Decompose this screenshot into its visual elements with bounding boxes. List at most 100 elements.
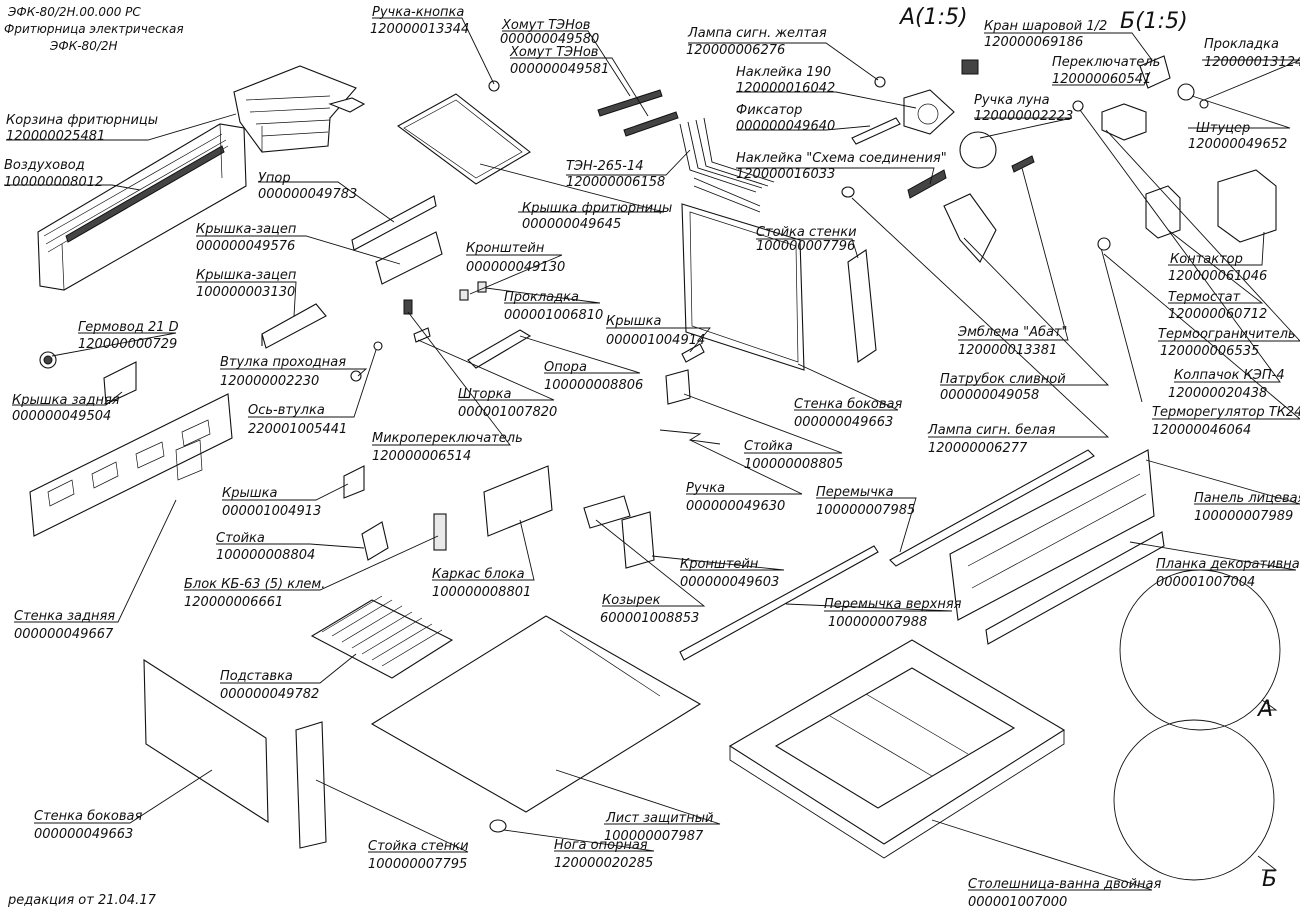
callout-code: 120000002223 xyxy=(974,109,1073,124)
callout-code: 000000049130 xyxy=(466,260,565,275)
axle-bushing-drawing xyxy=(373,341,383,351)
callout-code: 120000016033 xyxy=(736,167,835,182)
callout-name: Козырек xyxy=(602,593,661,608)
heater-clamp-1-drawing xyxy=(597,89,663,117)
wall-post-795-drawing xyxy=(295,721,327,849)
callout-code: 000000049663 xyxy=(34,827,133,842)
callout-name: Микропереключатель xyxy=(372,431,523,446)
callout-code: 000001007820 xyxy=(458,405,557,420)
callout-name: Кронштейн xyxy=(680,557,759,572)
callout-name: Стойка стенки xyxy=(368,839,469,854)
cover-913-drawing xyxy=(343,465,365,499)
wiring-sticker-drawing xyxy=(907,169,947,199)
callout-name: Крышка задняя xyxy=(12,393,120,408)
moon-knob-drawing xyxy=(959,131,997,169)
switch-drawing xyxy=(961,59,979,75)
latch-drawing xyxy=(851,117,901,145)
callout-name: Стойка xyxy=(744,439,793,454)
callout-name: Втулка проходная xyxy=(220,355,346,370)
callout-code: 000000049645 xyxy=(522,217,621,232)
callout-code: 000001007004 xyxy=(1156,575,1255,590)
white-lamp-drawing xyxy=(841,186,855,198)
callout-name: Подставка xyxy=(220,669,293,684)
view-a-title: А(1:5) xyxy=(898,5,968,30)
limiter-drawing xyxy=(1101,103,1147,141)
front-panel-drawing xyxy=(949,449,1155,621)
callout-name: Эмблема "Абат" xyxy=(957,325,1068,340)
callout-name: Нога опорная xyxy=(554,838,648,853)
stand-drawing xyxy=(310,595,454,679)
callout-name: Стенка боковая xyxy=(794,397,903,412)
callout-code: 000000049058 xyxy=(940,388,1039,403)
ball-valve-drawing xyxy=(1139,55,1171,89)
shutter-drawing xyxy=(413,327,431,343)
callout-code: 000001006810 xyxy=(504,308,603,323)
callout-name: Термоограничитель xyxy=(1158,327,1296,342)
callout-code: 220001005441 xyxy=(248,422,347,437)
callout-code: 120000013344 xyxy=(370,22,469,37)
callout-code: 000000049580 xyxy=(500,32,599,47)
sticker-190-drawing xyxy=(903,89,955,135)
knob-drawing xyxy=(488,80,500,92)
thermoregulator-drawing xyxy=(1099,243,1143,403)
callout-name: Гермовод 21 D xyxy=(78,320,179,335)
callout-code: 120000020438 xyxy=(1168,386,1267,401)
callout-code: 100000007988 xyxy=(828,615,927,630)
post-805-drawing xyxy=(665,369,691,405)
callout-name: Блок КБ-63 (5) клем. xyxy=(184,577,325,592)
callout-code: 120000006276 xyxy=(686,43,785,58)
callout-name: Лампа сигн. желтая xyxy=(687,26,827,41)
crossbar-drawing xyxy=(889,449,1095,567)
callout-code: 100000008012 xyxy=(4,175,103,190)
callout-name: Стойка xyxy=(216,531,265,546)
callout-code: 000000049504 xyxy=(12,409,111,424)
callout-code: 600001008853 xyxy=(600,611,699,626)
callout-name: Столешница-ванна двойная xyxy=(968,877,1162,892)
callout-code: 120000060712 xyxy=(1168,307,1267,322)
callout-code: 120000006661 xyxy=(184,595,283,610)
deco-strip-drawing xyxy=(985,531,1165,645)
callout-name: Ось-втулка xyxy=(248,403,325,418)
callout-name: Термостат xyxy=(1168,290,1241,305)
callout-name: Крышка-зацеп xyxy=(196,268,297,283)
air-duct-drawing xyxy=(37,123,247,291)
fryer-lid-drawing xyxy=(396,93,531,185)
callout-name: Перемычка xyxy=(816,485,894,500)
cable-gland-drawing xyxy=(39,351,57,369)
callout-name: Ручка луна xyxy=(974,93,1050,108)
callout-code: 120000006535 xyxy=(1160,344,1259,359)
top-crossbar-drawing xyxy=(679,545,879,661)
heater-clamp-2-drawing xyxy=(623,111,679,137)
callout-code: 120000025481 xyxy=(6,129,105,144)
callout-name: Лист защитный xyxy=(605,811,713,826)
callout-code: 100000007989 xyxy=(1194,509,1293,524)
microswitch-drawing xyxy=(403,299,413,315)
callout-name: Лампа сигн. белая xyxy=(927,423,1056,438)
callout-name: Переключатель xyxy=(1052,55,1160,70)
visor-drawing xyxy=(583,495,631,529)
callout-name: Шторка xyxy=(458,387,512,402)
callout-name: Терморегулятор ТК24 xyxy=(1152,405,1300,420)
callout-name: Фиксатор xyxy=(736,103,802,118)
pass-bushing-drawing xyxy=(350,370,362,382)
callout-code: 000000049782 xyxy=(220,687,319,702)
callout-name: Ручка-кнопка xyxy=(372,5,464,20)
callout-code: 000001004914 xyxy=(606,333,705,348)
callout-code: 120000060541 xyxy=(1052,72,1151,87)
callout-code: 120000006158 xyxy=(566,175,665,190)
callout-name: Кран шаровой 1/2 xyxy=(984,19,1107,34)
side-wall-right-drawing xyxy=(681,203,805,371)
terminal-block-drawing xyxy=(433,513,447,551)
callout-code: 000001004913 xyxy=(222,504,321,519)
callout-name: ТЭН-265-14 xyxy=(566,159,644,174)
callout-code: 100000008801 xyxy=(432,585,531,600)
callout-name: Крышка фритюрницы xyxy=(522,201,672,216)
callout-code: 000000049640 xyxy=(736,119,835,134)
detail-a-mark: А xyxy=(1256,697,1273,722)
callout-code: 000000049581 xyxy=(510,62,609,77)
fryer-basket-drawing xyxy=(233,65,366,153)
callout-name: Крышка-зацеп xyxy=(196,222,297,237)
callout-code: 120000016042 xyxy=(736,81,835,96)
callout-code: 100000007987 xyxy=(604,829,704,844)
